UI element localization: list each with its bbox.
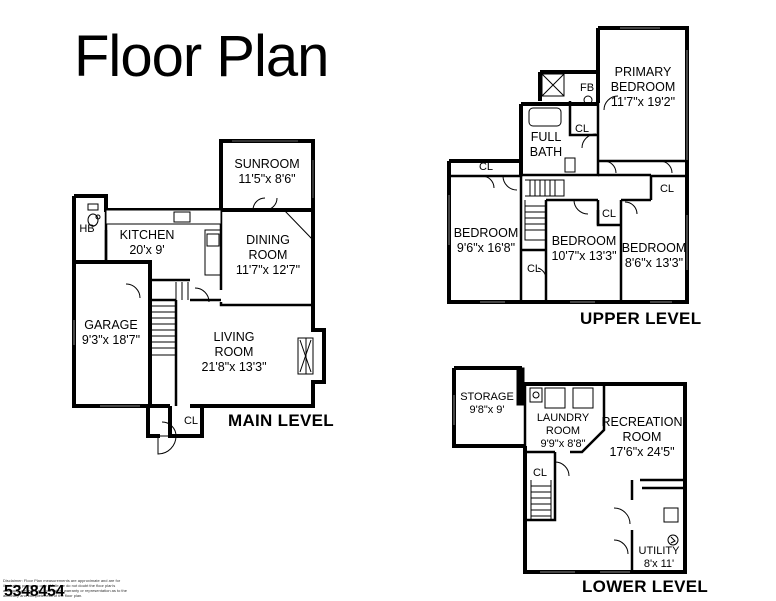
room-recreation: RECREATION ROOM 17'6"x 24'5": [601, 415, 682, 460]
upper-level-interior: [449, 101, 689, 302]
room-dims: 17'6"x 24'5": [609, 445, 675, 459]
room-dims: 9'6"x 16'8": [456, 241, 516, 255]
room-laundry: LAUNDRY ROOM 9'9"x 8'8": [537, 412, 589, 451]
room-name-line2: ROOM: [248, 248, 288, 262]
room-living: LIVING ROOM 21'8"x 13'3": [201, 330, 266, 375]
upper-level-details: [448, 27, 688, 303]
room-storage: STORAGE 9'8"x 9': [460, 391, 514, 417]
room-fb: FB: [580, 82, 594, 95]
room-name: CL: [659, 183, 675, 195]
room-dims: 8'x 11': [643, 558, 675, 570]
room-upper-cl-3: CL: [660, 183, 674, 196]
room-name-line1: RECREATION: [601, 415, 683, 429]
room-name-line1: DINING: [246, 233, 290, 247]
disclaimer-text: Disclaimer: Floor Plan measurements are …: [3, 578, 127, 598]
room-dims: 20'x 9': [129, 243, 165, 257]
lower-level-label: LOWER LEVEL: [582, 577, 709, 596]
room-main-cl: CL: [184, 415, 198, 428]
room-name: STORAGE: [460, 391, 514, 403]
room-upper-cl-4: CL: [602, 208, 616, 221]
upper-level-label: UPPER LEVEL: [580, 309, 702, 328]
room-dims: 21'8"x 13'3": [201, 360, 267, 374]
room-full-bath: FULL BATH: [530, 130, 562, 160]
room-name: KITCHEN: [119, 228, 175, 242]
room-dims: 9'3"x 18'7": [81, 333, 141, 347]
main-level-label: MAIN LEVEL: [228, 411, 334, 430]
room-hb: HB: [79, 223, 94, 236]
room-name: FB: [579, 82, 595, 94]
room-bedroom-1: BEDROOM 9'6"x 16'8": [454, 226, 519, 256]
room-name-line1: LIVING: [213, 330, 255, 344]
room-name: CL: [574, 123, 590, 135]
room-upper-cl-1: CL: [575, 123, 589, 136]
room-lower-cl: CL: [533, 467, 547, 480]
room-utility: UTILITY 8'x 11': [639, 545, 680, 571]
room-name-line1: PRIMARY: [614, 65, 672, 79]
room-bedroom-2: BEDROOM 10'7"x 13'3": [551, 234, 616, 264]
room-name-line2: ROOM: [545, 425, 581, 437]
room-name-line1: FULL: [530, 130, 562, 144]
room-name-line2: BEDROOM: [610, 80, 676, 94]
room-primary-bedroom: PRIMARY BEDROOM 11'7"x 19'2": [611, 65, 676, 110]
room-name-line2: ROOM: [214, 345, 254, 359]
page-title: Floor Plan: [74, 24, 329, 89]
room-dims: 11'5"x 8'6": [238, 172, 296, 186]
room-sunroom: SUNROOM 11'5"x 8'6": [234, 157, 299, 187]
room-name: BEDROOM: [453, 226, 519, 240]
room-dims: 8'6"x 13'3": [624, 256, 684, 270]
room-name-line2: BATH: [529, 145, 563, 159]
room-name: HB: [79, 223, 95, 235]
room-upper-cl-2: CL: [479, 161, 493, 174]
room-dims: 10'7"x 13'3": [551, 249, 617, 263]
room-name-line1: LAUNDRY: [536, 412, 590, 424]
room-dims: 9'9"x 8'8": [540, 438, 586, 450]
lower-level-details: [453, 367, 679, 573]
room-name: CL: [478, 161, 494, 173]
room-name: CL: [532, 467, 548, 479]
room-upper-cl-5: CL: [527, 263, 541, 276]
room-dims: 11'7"x 19'2": [610, 95, 676, 109]
room-name: CL: [183, 415, 199, 427]
room-name: BEDROOM: [551, 234, 617, 248]
room-name: GARAGE: [84, 318, 138, 332]
room-name-line2: ROOM: [622, 430, 662, 444]
room-kitchen: KITCHEN 20'x 9': [120, 228, 175, 258]
room-name: CL: [601, 208, 617, 220]
room-dims: 11'7"x 12'7": [235, 263, 301, 277]
listing-id: 5348454: [4, 583, 65, 600]
room-name: BEDROOM: [621, 241, 687, 255]
main-level-details: [73, 140, 314, 455]
room-dining: DINING ROOM 11'7"x 12'7": [236, 233, 300, 278]
room-dims: 9'8"x 9': [469, 404, 505, 416]
room-name: UTILITY: [638, 545, 680, 557]
room-name: SUNROOM: [234, 157, 300, 171]
room-bedroom-3: BEDROOM 8'6"x 13'3": [622, 241, 687, 271]
room-garage: GARAGE 9'3"x 18'7": [82, 318, 140, 348]
room-name: CL: [526, 263, 542, 275]
